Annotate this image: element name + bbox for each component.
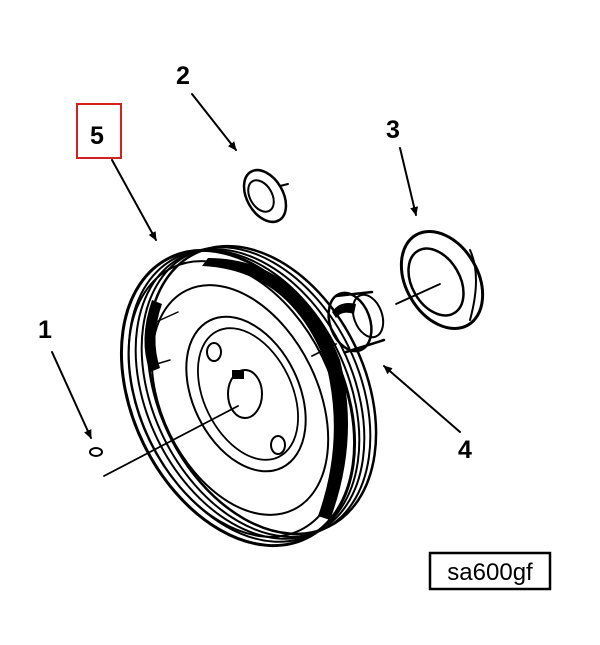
arrow-5 bbox=[111, 159, 157, 241]
arrow-2 bbox=[191, 93, 237, 151]
woodruff-key bbox=[89, 447, 103, 457]
callout-3: 3 bbox=[386, 116, 400, 144]
spacer-sleeve bbox=[327, 290, 386, 354]
arrow-4 bbox=[383, 365, 461, 433]
highlight-box bbox=[76, 103, 122, 159]
callout-labels: 1 2 3 4 5 bbox=[38, 62, 472, 464]
crankshaft-pulley bbox=[119, 244, 378, 548]
callout-1: 1 bbox=[38, 316, 52, 344]
arrow-1 bbox=[51, 351, 92, 439]
washer bbox=[242, 168, 289, 224]
callout-2: 2 bbox=[176, 62, 190, 90]
seal bbox=[399, 230, 485, 330]
callout-4: 4 bbox=[458, 436, 472, 464]
arrow-3 bbox=[399, 147, 419, 216]
figure-label-box: sa600gf bbox=[428, 551, 552, 591]
callout-arrows bbox=[51, 93, 461, 439]
callout-5: 5 bbox=[90, 122, 104, 150]
figure-label: sa600gf bbox=[447, 559, 533, 586]
center-axis-line bbox=[103, 283, 441, 477]
